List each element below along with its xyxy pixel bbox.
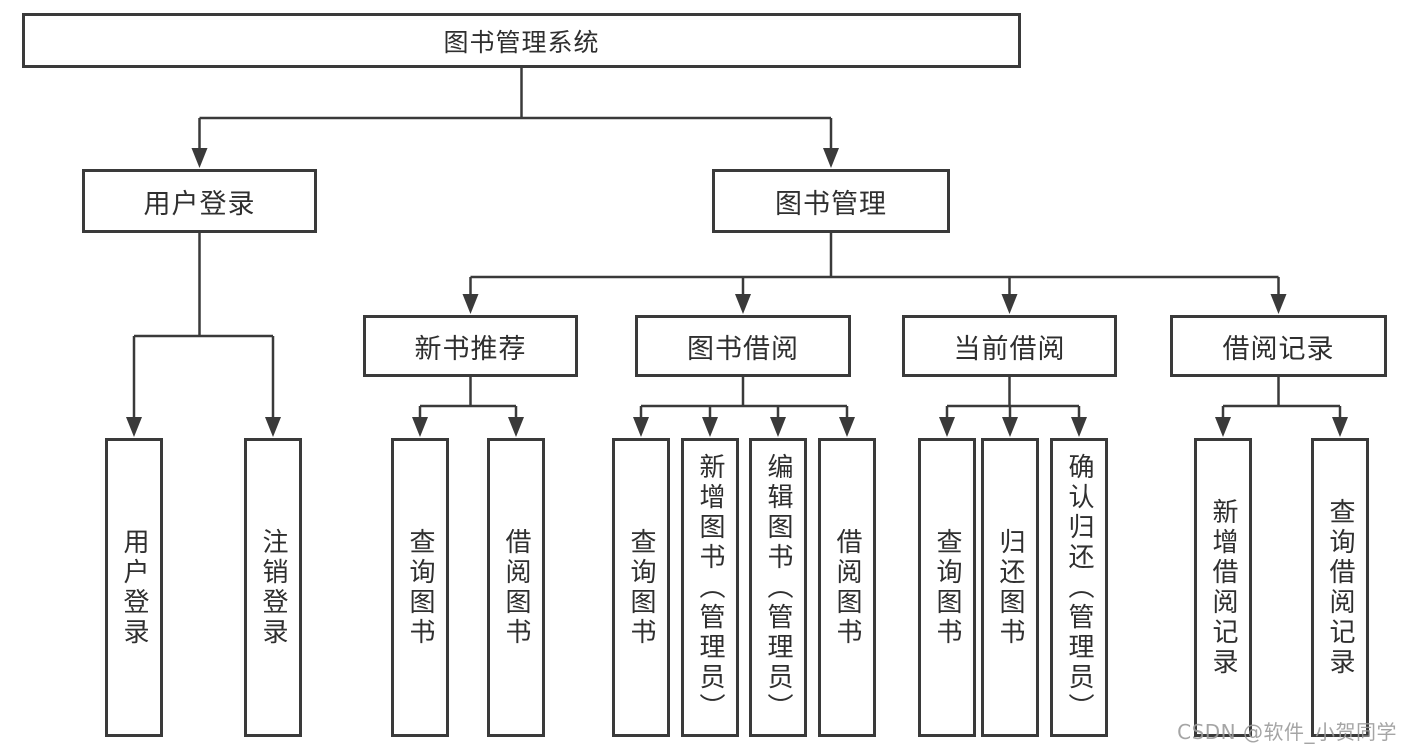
leaf-query-borrow-record-label: 查询借阅记录 (1325, 497, 1355, 678)
leaf-return-books-label: 归还图书 (995, 527, 1025, 648)
connector-current-borrow-to-leaves (939, 377, 1087, 437)
leaf-query-books-borrow: 查询图书 (612, 438, 670, 737)
leaf-confirm-return-admin: 确认归还（管理员） (1050, 438, 1108, 737)
node-library-system: 图书管理系统 (22, 13, 1021, 68)
leaf-confirm-return-admin-label: 确认归还（管理员） (1064, 452, 1094, 723)
node-borrow-records: 借阅记录 (1170, 315, 1387, 377)
node-library-system-label: 图书管理系统 (443, 27, 600, 57)
leaf-add-borrow-record: 新增借阅记录 (1194, 438, 1252, 737)
leaf-edit-book-admin-label: 编辑图书（管理员） (763, 452, 793, 723)
node-user-login-label: 用户登录 (143, 188, 256, 220)
leaf-return-books: 归还图书 (981, 438, 1039, 737)
node-book-management: 图书管理 (712, 169, 950, 233)
connector-root-to-level2 (191, 68, 839, 168)
leaf-borrow-books-label: 借阅图书 (832, 527, 862, 648)
node-current-borrow: 当前借阅 (902, 315, 1117, 377)
node-book-borrow-label: 图书借阅 (687, 333, 799, 365)
leaf-query-books-recommend: 查询图书 (391, 438, 449, 737)
leaf-query-books-recommend-label: 查询图书 (405, 527, 435, 648)
node-new-book-recommend: 新书推荐 (363, 315, 578, 377)
leaf-borrow-books-recommend-label: 借阅图书 (501, 527, 531, 648)
leaf-edit-book-admin: 编辑图书（管理员） (749, 438, 807, 737)
node-book-borrow: 图书借阅 (635, 315, 851, 377)
leaf-user-login: 用户登录 (105, 438, 163, 737)
connector-user-login-to-leaves (126, 233, 281, 437)
node-user-login: 用户登录 (82, 169, 317, 233)
leaf-user-login-label: 用户登录 (119, 527, 149, 648)
leaf-borrow-books: 借阅图书 (818, 438, 876, 737)
leaf-logout: 注销登录 (244, 438, 302, 737)
leaf-query-borrow-record: 查询借阅记录 (1311, 438, 1369, 737)
leaf-add-book-admin-label: 新增图书（管理员） (695, 452, 725, 723)
connector-new-book-to-leaves (412, 377, 524, 437)
connector-borrow-records-to-leaves (1215, 377, 1348, 437)
connector-book-management-to-level3 (462, 233, 1287, 314)
leaf-query-books-current: 查询图书 (918, 438, 976, 737)
leaf-add-borrow-record-label: 新增借阅记录 (1208, 497, 1238, 678)
leaf-query-books-current-label: 查询图书 (932, 527, 962, 648)
leaf-query-books-borrow-label: 查询图书 (626, 527, 656, 648)
leaf-logout-label: 注销登录 (258, 527, 288, 648)
node-new-book-recommend-label: 新书推荐 (414, 333, 527, 365)
connector-book-borrow-to-leaves (633, 377, 855, 437)
leaf-add-book-admin: 新增图书（管理员） (681, 438, 739, 737)
node-current-borrow-label: 当前借阅 (953, 333, 1066, 365)
leaf-borrow-books-recommend: 借阅图书 (487, 438, 545, 737)
node-borrow-records-label: 借阅记录 (1222, 333, 1335, 365)
node-book-management-label: 图书管理 (775, 188, 887, 220)
csdn-watermark: CSDN @软件_小贺同学 (1177, 720, 1397, 744)
